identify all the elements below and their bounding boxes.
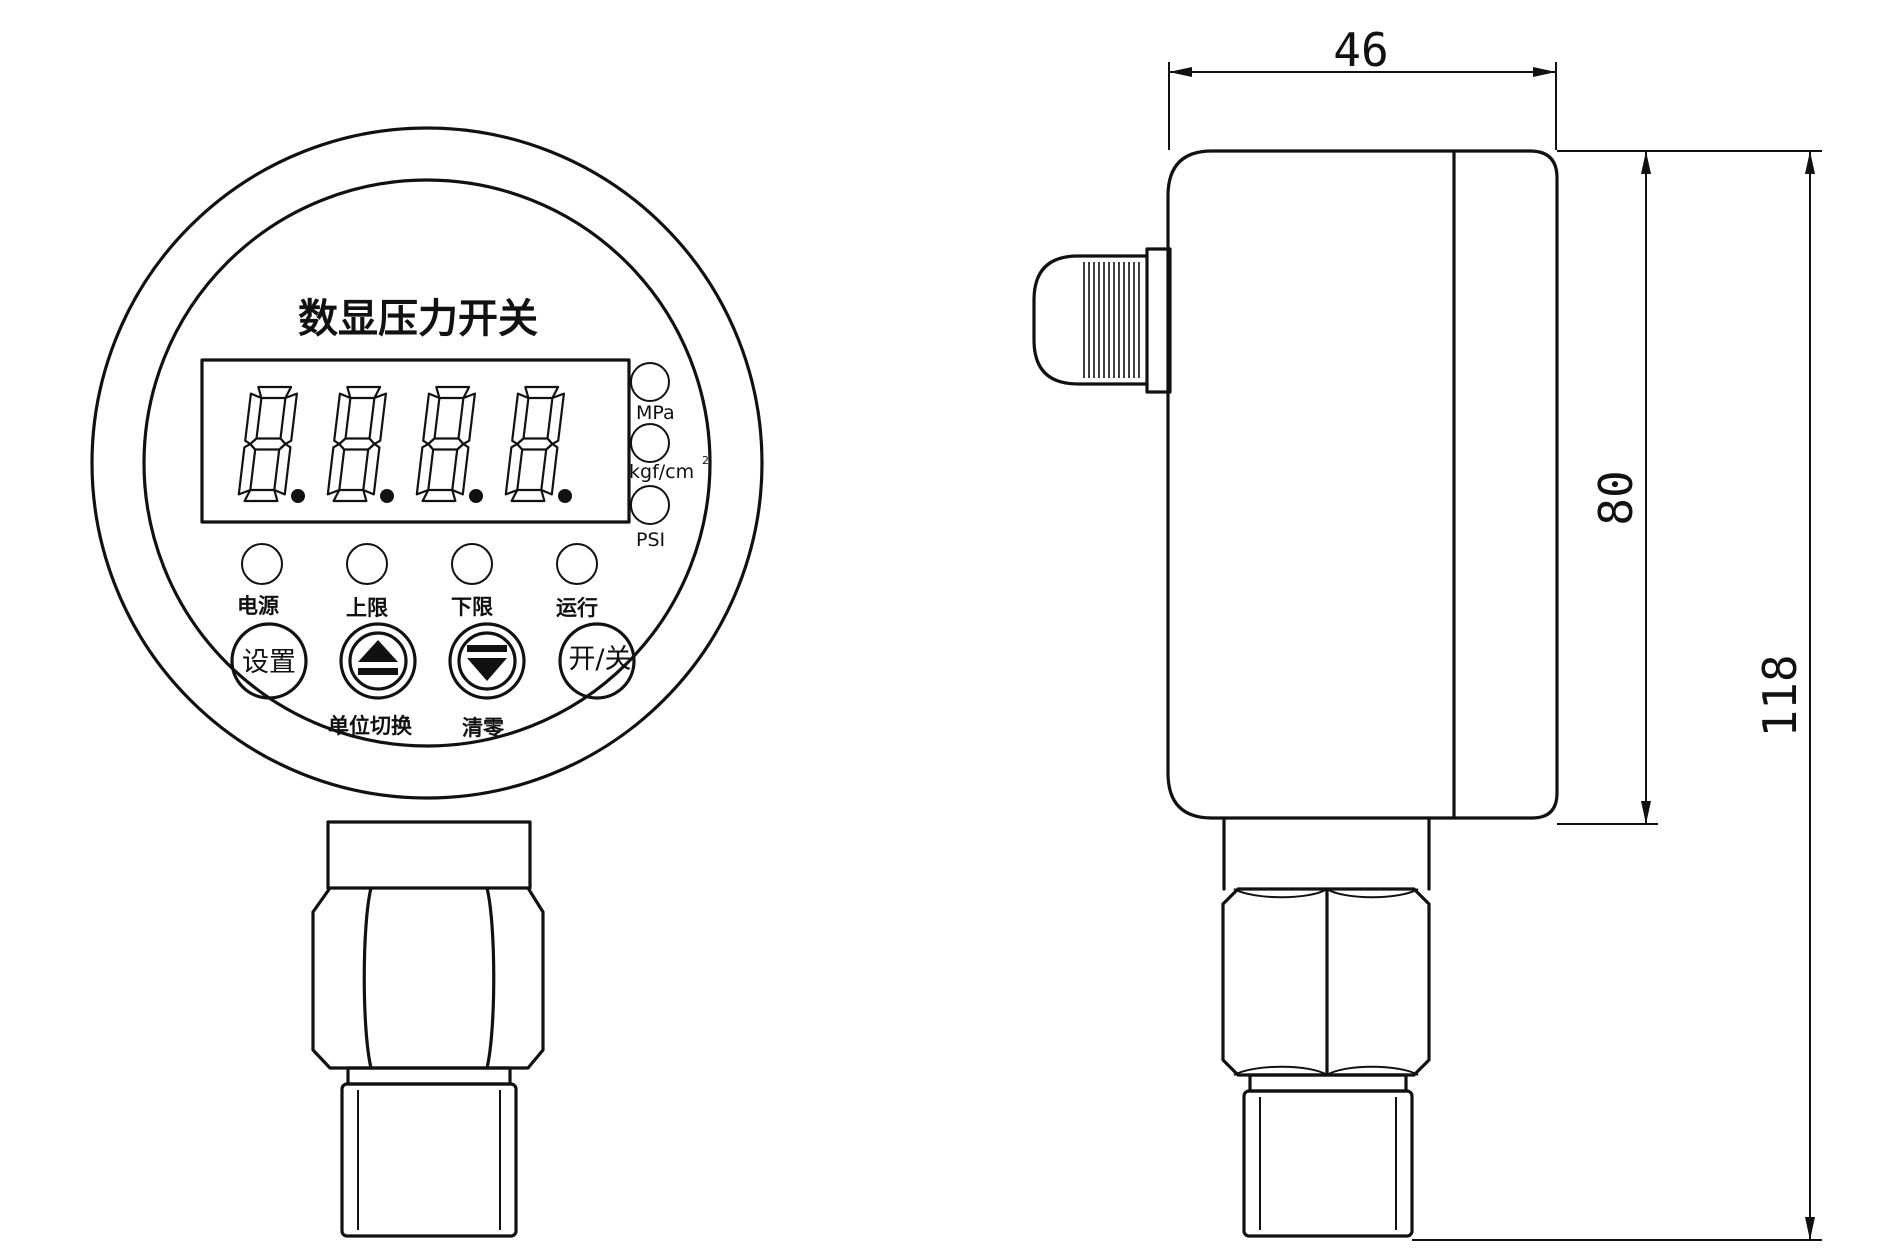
digit-segment bbox=[249, 437, 287, 451]
lamp-lower-limit bbox=[451, 543, 493, 585]
led-display-window bbox=[200, 358, 631, 524]
side-hex-nut bbox=[1221, 887, 1431, 1077]
status-lamps: 电源 上限 下限 运行 bbox=[237, 543, 598, 620]
dimension-total-height-label: 118 bbox=[1753, 654, 1807, 737]
down-button-inner[interactable] bbox=[457, 631, 517, 691]
digit-segment bbox=[244, 392, 263, 446]
dimension-body-height: 80 bbox=[1557, 150, 1658, 825]
digit-segment bbox=[510, 488, 546, 503]
unit-indicators: MPa kgf/cm 2 PSI bbox=[629, 362, 709, 551]
side-neck bbox=[1222, 816, 1431, 891]
dimension-body-height-label: 80 bbox=[1589, 470, 1643, 525]
unit-lamp-psi bbox=[630, 485, 670, 525]
dimension-width: 46 bbox=[1168, 23, 1557, 150]
decimal-point bbox=[469, 489, 483, 503]
lamp-running bbox=[556, 543, 598, 585]
digit-segment bbox=[421, 488, 457, 503]
lamp-upper-limit bbox=[346, 543, 388, 585]
lamp-label-lower-limit: 下限 bbox=[451, 595, 493, 619]
lamp-label-power: 电源 bbox=[237, 594, 279, 618]
digit-segment bbox=[273, 442, 292, 496]
digit-segment bbox=[346, 385, 382, 400]
down-button-outline[interactable] bbox=[448, 622, 526, 700]
unit-label-psi: PSI bbox=[636, 529, 665, 551]
front-view: 数显压力开关 MPa kgf/cm 2 PSI 电源 上限 下限 运行 bbox=[90, 126, 764, 1238]
inner-dial bbox=[142, 178, 712, 748]
front-neck bbox=[326, 820, 532, 890]
front-thread-fitting bbox=[340, 1066, 518, 1238]
seven-segment-digits bbox=[237, 385, 572, 503]
digit-segment bbox=[427, 437, 465, 451]
lamp-label-upper-limit: 上限 bbox=[346, 596, 388, 620]
decimal-point bbox=[380, 489, 394, 503]
dimension-total-height: 118 bbox=[1412, 150, 1822, 1241]
unit-label-kgf-sup: 2 bbox=[702, 454, 709, 467]
display-digit bbox=[415, 385, 483, 503]
onoff-button-outline[interactable] bbox=[558, 622, 636, 700]
triangle-up-icon[interactable] bbox=[358, 640, 398, 675]
digit-segment bbox=[451, 442, 470, 496]
digit-segment bbox=[516, 437, 554, 451]
triangle-down-icon[interactable] bbox=[467, 645, 507, 681]
digit-segment bbox=[338, 437, 376, 451]
onoff-button-label[interactable]: 开/关 bbox=[568, 644, 631, 675]
digit-segment bbox=[540, 442, 559, 496]
down-button[interactable] bbox=[448, 622, 526, 700]
unit-label-mpa: MPa bbox=[636, 402, 675, 424]
unit-lamp-kgf bbox=[630, 423, 670, 463]
display-digit bbox=[237, 385, 305, 503]
up-button[interactable] bbox=[339, 622, 417, 700]
set-button[interactable]: 设置 bbox=[230, 622, 308, 700]
lamp-power bbox=[241, 543, 283, 585]
cable-gland bbox=[1032, 247, 1172, 394]
digit-segment bbox=[511, 392, 530, 446]
digit-segment bbox=[422, 392, 441, 446]
digit-segment bbox=[435, 385, 471, 400]
display-digit bbox=[326, 385, 394, 503]
up-button-function-label: 单位切换 bbox=[328, 714, 413, 738]
set-button-outline[interactable] bbox=[230, 622, 308, 700]
digit-segment bbox=[326, 442, 346, 496]
down-button-function-label: 清零 bbox=[462, 716, 505, 740]
digit-segment bbox=[243, 488, 279, 503]
digit-segment bbox=[332, 488, 368, 503]
side-housing bbox=[1166, 149, 1559, 820]
display-digit bbox=[504, 385, 572, 503]
dimension-width-label: 46 bbox=[1333, 23, 1388, 77]
decimal-point bbox=[291, 489, 305, 503]
digit-segment bbox=[333, 392, 352, 446]
outer-bezel bbox=[90, 126, 764, 800]
lamp-label-running: 运行 bbox=[556, 596, 598, 620]
side-view: 46 80 118 bbox=[1032, 23, 1822, 1241]
digit-segment bbox=[257, 385, 293, 400]
digit-segment bbox=[279, 392, 298, 446]
up-button-outline[interactable] bbox=[339, 622, 417, 700]
digit-segment bbox=[362, 442, 381, 496]
device-title: 数显压力开关 bbox=[298, 296, 538, 342]
digit-segment bbox=[524, 385, 560, 400]
unit-label-kgf: kgf/cm bbox=[629, 461, 694, 483]
up-button-inner[interactable] bbox=[348, 631, 408, 691]
digit-segment bbox=[415, 442, 435, 496]
digit-segment bbox=[237, 442, 257, 496]
decimal-point bbox=[558, 489, 572, 503]
side-thread-fitting bbox=[1242, 1073, 1414, 1238]
digit-segment bbox=[504, 442, 524, 496]
set-button-label[interactable]: 设置 bbox=[242, 647, 296, 678]
digit-segment bbox=[368, 392, 387, 446]
digit-segment bbox=[546, 392, 566, 446]
unit-lamp-mpa bbox=[630, 362, 670, 402]
digit-segment bbox=[457, 392, 476, 446]
onoff-button[interactable]: 开/关 bbox=[558, 622, 636, 700]
front-hex-nut bbox=[311, 886, 545, 1070]
